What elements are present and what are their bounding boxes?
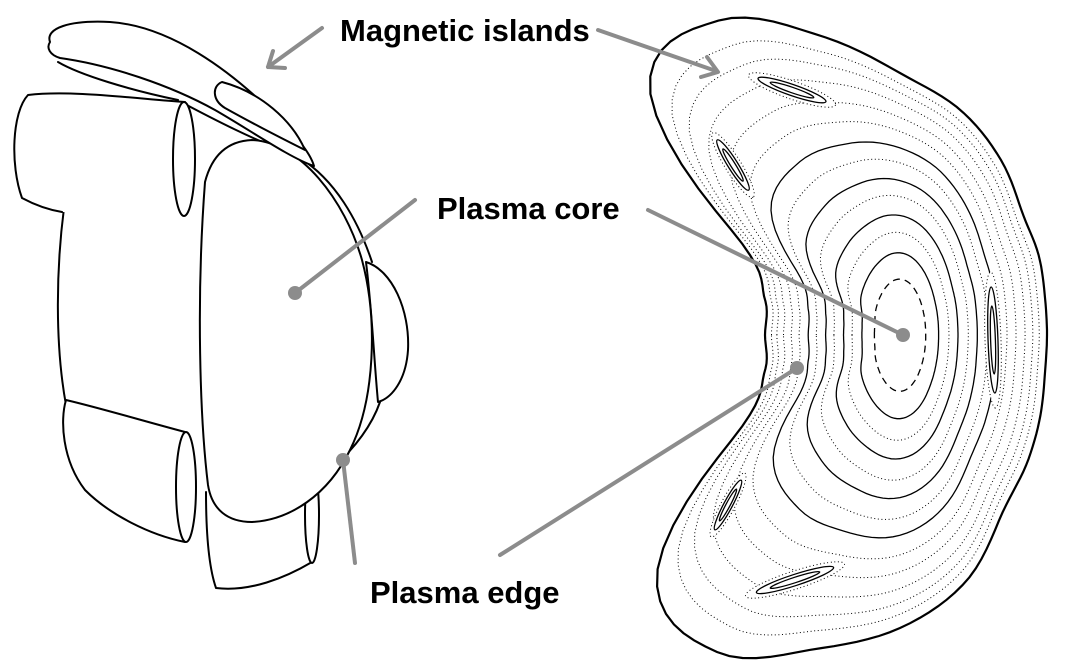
magnetic-islands-arrow-left: [268, 28, 322, 67]
plasma-edge-pointer-right: [500, 368, 797, 555]
magnetic-island: [706, 129, 760, 202]
label-magnetic-islands: Magnetic islands: [340, 13, 590, 48]
plasma-edge-pointer-left: [343, 460, 355, 563]
flux-surface: [806, 179, 977, 499]
island-tube-lower-left: [63, 400, 196, 542]
body-left-edge: [58, 208, 66, 405]
island-contour: [705, 470, 751, 540]
island-contour: [746, 67, 839, 114]
flux-surface: [820, 195, 968, 480]
plasma-core-dot-right: [896, 328, 910, 342]
magnetic-island: [705, 470, 751, 540]
magnetic-island: [746, 67, 839, 114]
island-tube-lower-left-end: [176, 432, 196, 542]
flux-surface: [672, 41, 1039, 635]
island-tube-upper-left-fill: [14, 93, 185, 216]
island-contour: [706, 129, 760, 202]
magnetic-islands-arrow-right: [598, 30, 716, 71]
plasma-core-dot-left: [288, 286, 302, 300]
poincare-cross-section: [672, 41, 1039, 635]
island-tube-upper-left-end: [173, 102, 195, 216]
flux-surface: [730, 102, 1016, 577]
flux-surface: [771, 142, 997, 538]
label-plasma-core: Plasma core: [437, 191, 620, 226]
island-tube-lower-left-fill: [63, 400, 185, 542]
magnetic-island: [983, 272, 1004, 408]
magnetic-island-chains: [650, 18, 1047, 659]
plasma-edge-dot-left: [336, 453, 350, 467]
plasma-edge-dot-right: [790, 361, 804, 375]
label-plasma-edge: Plasma edge: [370, 575, 560, 610]
